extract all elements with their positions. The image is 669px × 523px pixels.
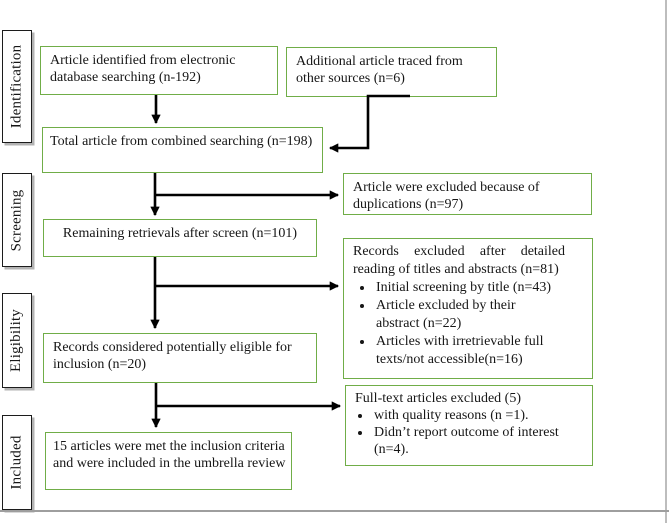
box-records-excluded-detailed: Records excluded after detailed reading …: [343, 238, 593, 379]
box-total-combined: Total article from combined searching (n…: [42, 127, 323, 173]
box-potentially-eligible: Records considered potentially eligible …: [43, 333, 317, 383]
stage-included: Included: [2, 415, 32, 510]
page-right-border: [665, 0, 667, 523]
box-fulltext-excluded: Full-text articles excluded (5) with qua…: [345, 385, 593, 466]
box-fulltext-excluded-title: Full-text articles excluded (5): [355, 391, 521, 406]
bullet-excluded-by-abstract: Article excluded by their abstract (n=22…: [374, 297, 556, 333]
box-included-articles: 15 articles were met the inclusion crite…: [45, 432, 292, 490]
bullet-no-outcome-of-interest: Didn’t report outcome of interest (n=4).: [372, 424, 564, 458]
bullet-initial-screening: Initial screening by title (n=43): [374, 279, 556, 297]
stage-screening-label: Screening: [8, 189, 25, 251]
records-excluded-bullet-list: Initial screening by title (n=43) Articl…: [344, 279, 592, 369]
stage-identification: Identification: [2, 30, 32, 143]
box-included-articles-text: 15 articles were met the inclusion crite…: [53, 439, 286, 471]
box-remaining-retrievals: Remaining retrievals after screen (n=101…: [43, 219, 317, 257]
box-additional-sources-text: Additional article traced from other sou…: [296, 54, 463, 86]
stage-screening: Screening: [2, 173, 32, 267]
box-total-combined-text: Total article from combined searching (n…: [50, 134, 313, 149]
bullet-quality-reasons: with quality reasons (n =1).: [372, 407, 564, 424]
page-bottom-border: [0, 510, 669, 512]
bullet-irretrievable-fulltext: Articles with irretrievable full texts/n…: [374, 333, 556, 369]
stage-identification-label: Identification: [8, 44, 25, 129]
box-records-excluded-title: Records excluded after detailed reading …: [353, 244, 565, 277]
stage-eligibility-label: Eligibility: [8, 308, 25, 373]
stage-eligibility: Eligibility: [2, 293, 32, 388]
box-potentially-eligible-text: Records considered potentially eligible …: [53, 340, 292, 372]
box-article-identified: Article identified from electronic datab…: [40, 46, 278, 95]
arrow-additional-to-total: [328, 94, 410, 153]
stage-included-label: Included: [8, 435, 25, 490]
box-remaining-retrievals-text: Remaining retrievals after screen (n=101…: [62, 226, 298, 241]
box-excluded-duplications: Article were excluded because of duplica…: [343, 173, 592, 215]
fulltext-excluded-bullet-list: with quality reasons (n =1). Didn’t repo…: [346, 407, 592, 458]
box-excluded-duplications-text: Article were excluded because of duplica…: [353, 180, 540, 212]
box-article-identified-text: Article identified from electronic datab…: [50, 53, 236, 85]
box-additional-sources: Additional article traced from other sou…: [286, 47, 497, 97]
